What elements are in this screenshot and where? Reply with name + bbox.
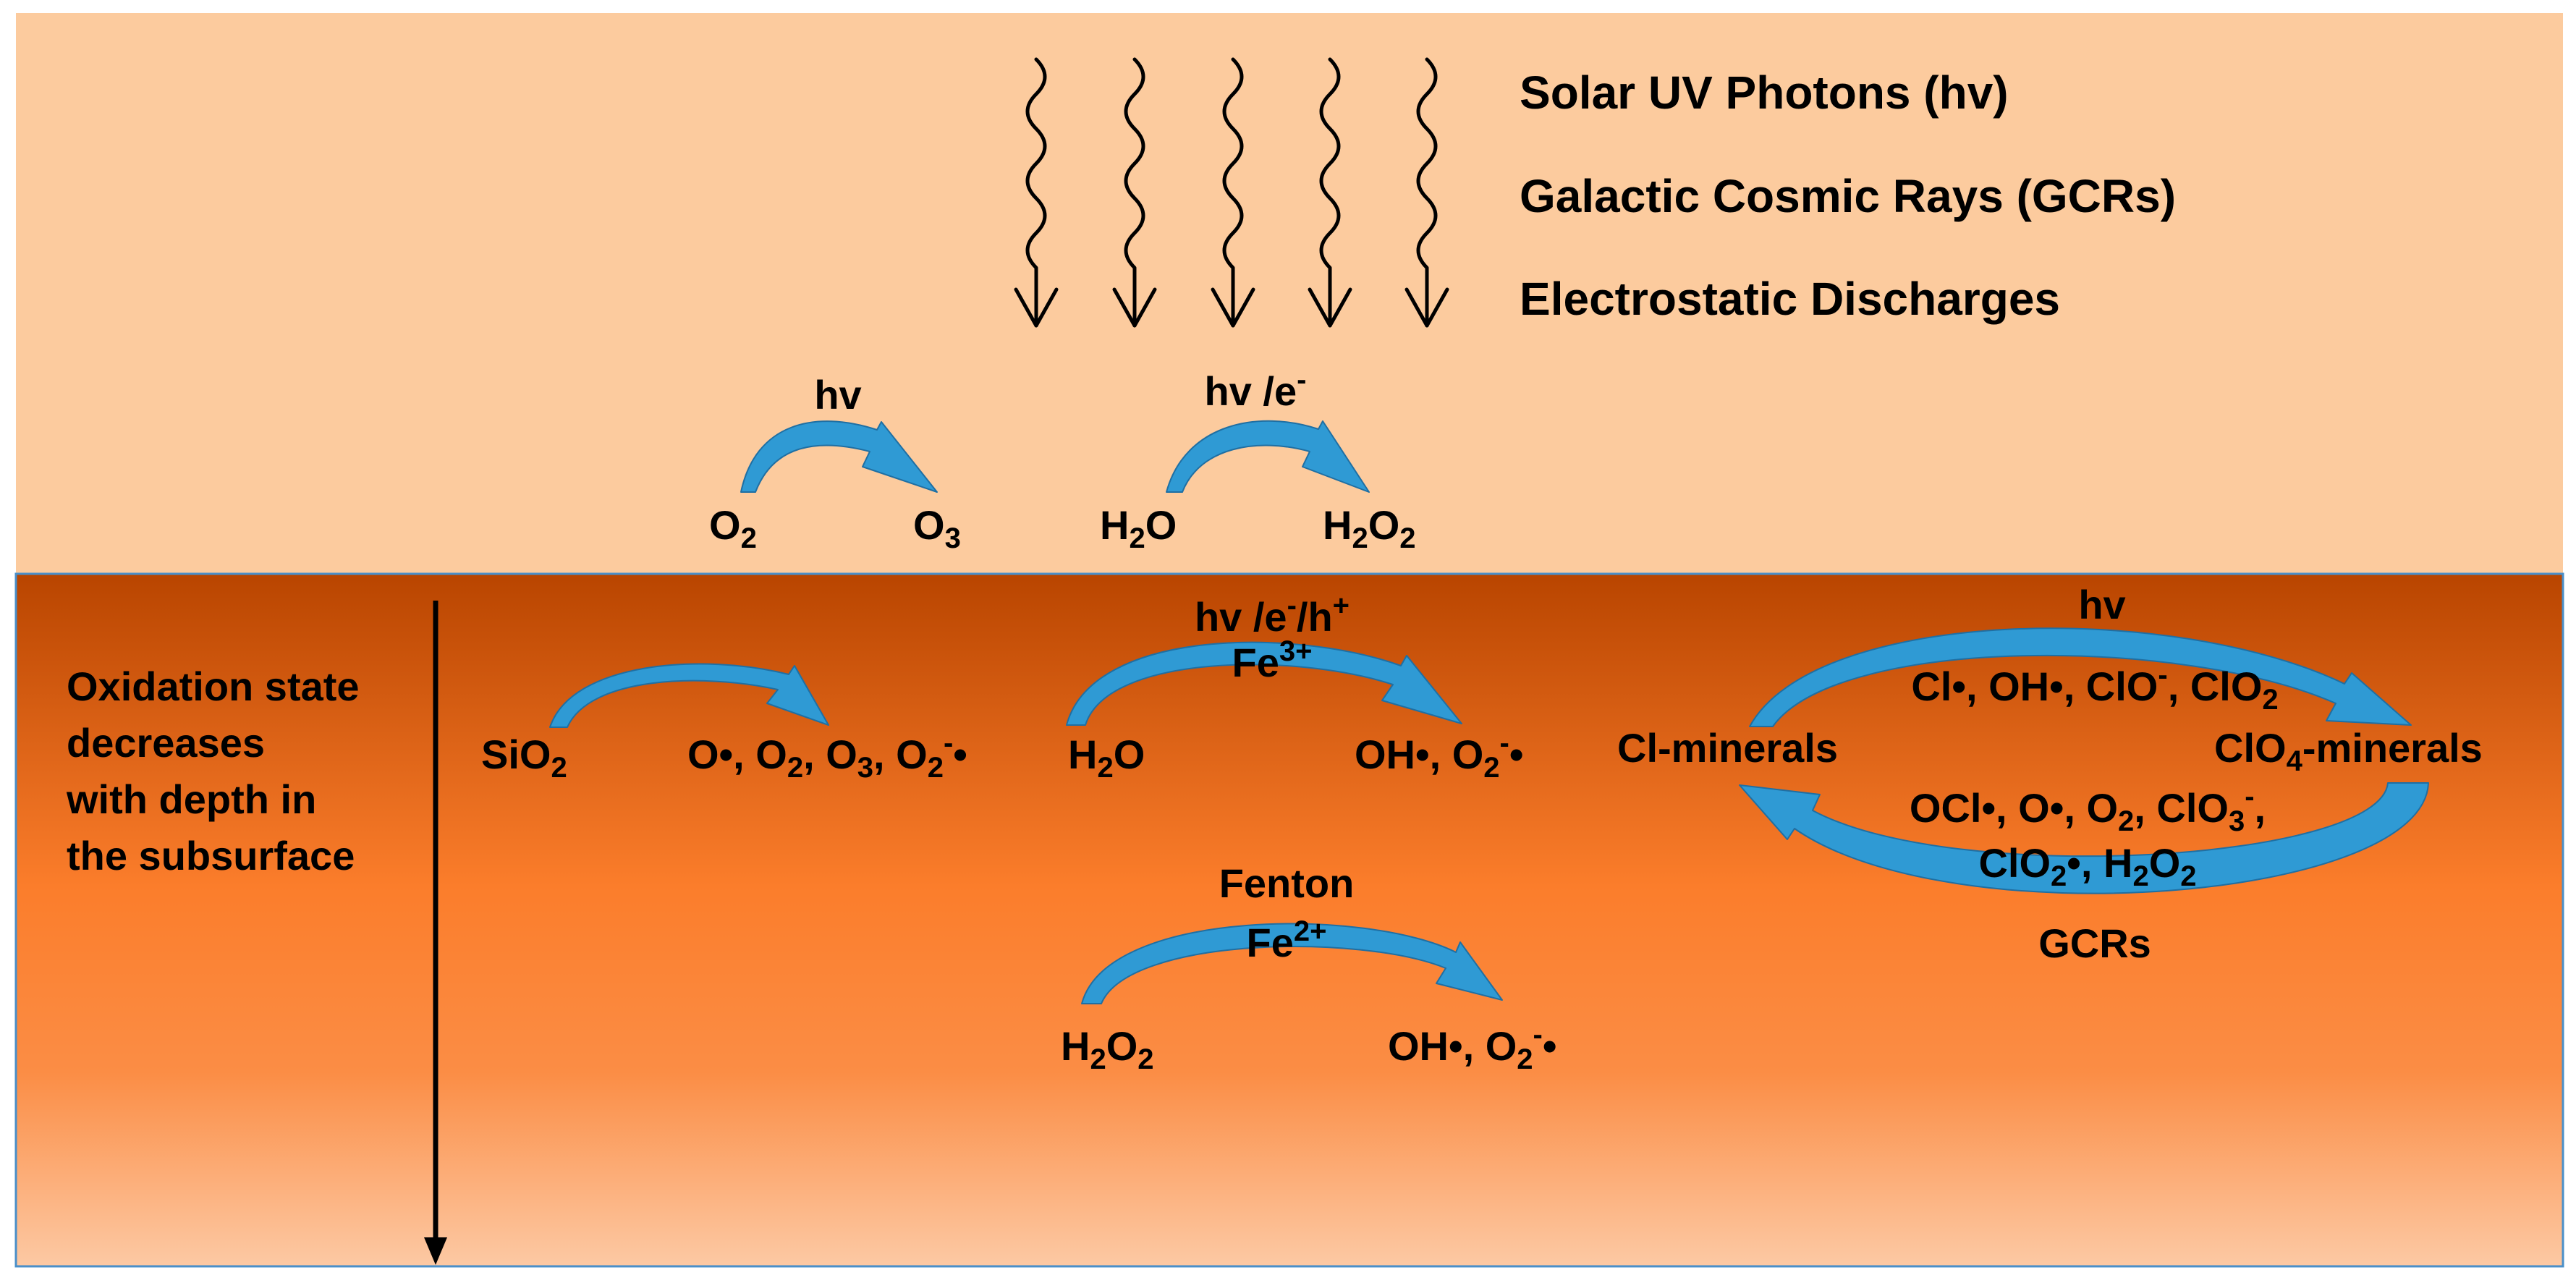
silica-products: O•, O2, O3, O2-• (687, 727, 967, 784)
arrow-clo4-to-cl (1739, 782, 2429, 894)
arrow-sio2-to-oxygen-species (549, 663, 829, 728)
chlorine-lower-species-line-2: ClO2•, H2O2 (1978, 840, 2196, 892)
source-gcr-label: Galactic Cosmic Rays (GCRs) (1520, 170, 2176, 222)
chlorine-cycle-bottom-driver: GCRs (2038, 920, 2151, 966)
depth-note-line-1: Oxidation state (67, 664, 360, 709)
arrow-h2o2-to-hydroxyl (1081, 923, 1503, 1004)
depth-arrow (424, 601, 447, 1265)
peroxide-driver-label: hv /e- (1205, 364, 1307, 414)
wavy-arrow-1 (1014, 57, 1059, 328)
fenton-driver-label: Fenton (1219, 860, 1355, 906)
reaction-arrows (549, 420, 2429, 1004)
wavy-arrow-4 (1308, 57, 1352, 328)
chlorine-cycle-top-driver: hv (2078, 582, 2125, 627)
wavy-arrow-2 (1112, 57, 1157, 328)
ozone-driver-label: hv (814, 372, 861, 418)
source-discharge-label: Electrostatic Discharges (1520, 273, 2060, 325)
arrow-cl-to-clo4 (1749, 627, 2412, 727)
chlorine-upper-species: Cl•, OH•, ClO-, ClO2 (1911, 659, 2278, 716)
arrow-h2o-to-hydroxyl (1066, 641, 1462, 726)
chlorine-left-mineral: Cl-minerals (1617, 725, 1838, 771)
chlorine-lower-species-line-1: OCl•, O•, O2, ClO3-, (1910, 781, 2266, 837)
wavy-arrow-3 (1211, 57, 1255, 328)
atmosphere-region (16, 13, 2563, 574)
arrow-h2o-to-h2o2 (1166, 420, 1370, 493)
water-driver-label: hv /e-/h+ (1195, 590, 1350, 640)
depth-note-line-2: decreases (67, 720, 265, 766)
wavy-arrow-5 (1404, 57, 1449, 328)
depth-note-line-4: the subsurface (67, 833, 355, 878)
subsurface-region (14, 572, 2564, 1268)
water-catalyst-label: Fe3+ (1232, 635, 1313, 685)
incoming-radiation-arrows (1014, 57, 1449, 328)
source-uv-label: Solar UV Photons (hv) (1520, 67, 2009, 119)
arrow-o2-to-o3 (740, 420, 938, 493)
depth-note-line-3: with depth in (66, 776, 316, 822)
chlorine-right-mineral: ClO4-minerals (2214, 725, 2483, 777)
